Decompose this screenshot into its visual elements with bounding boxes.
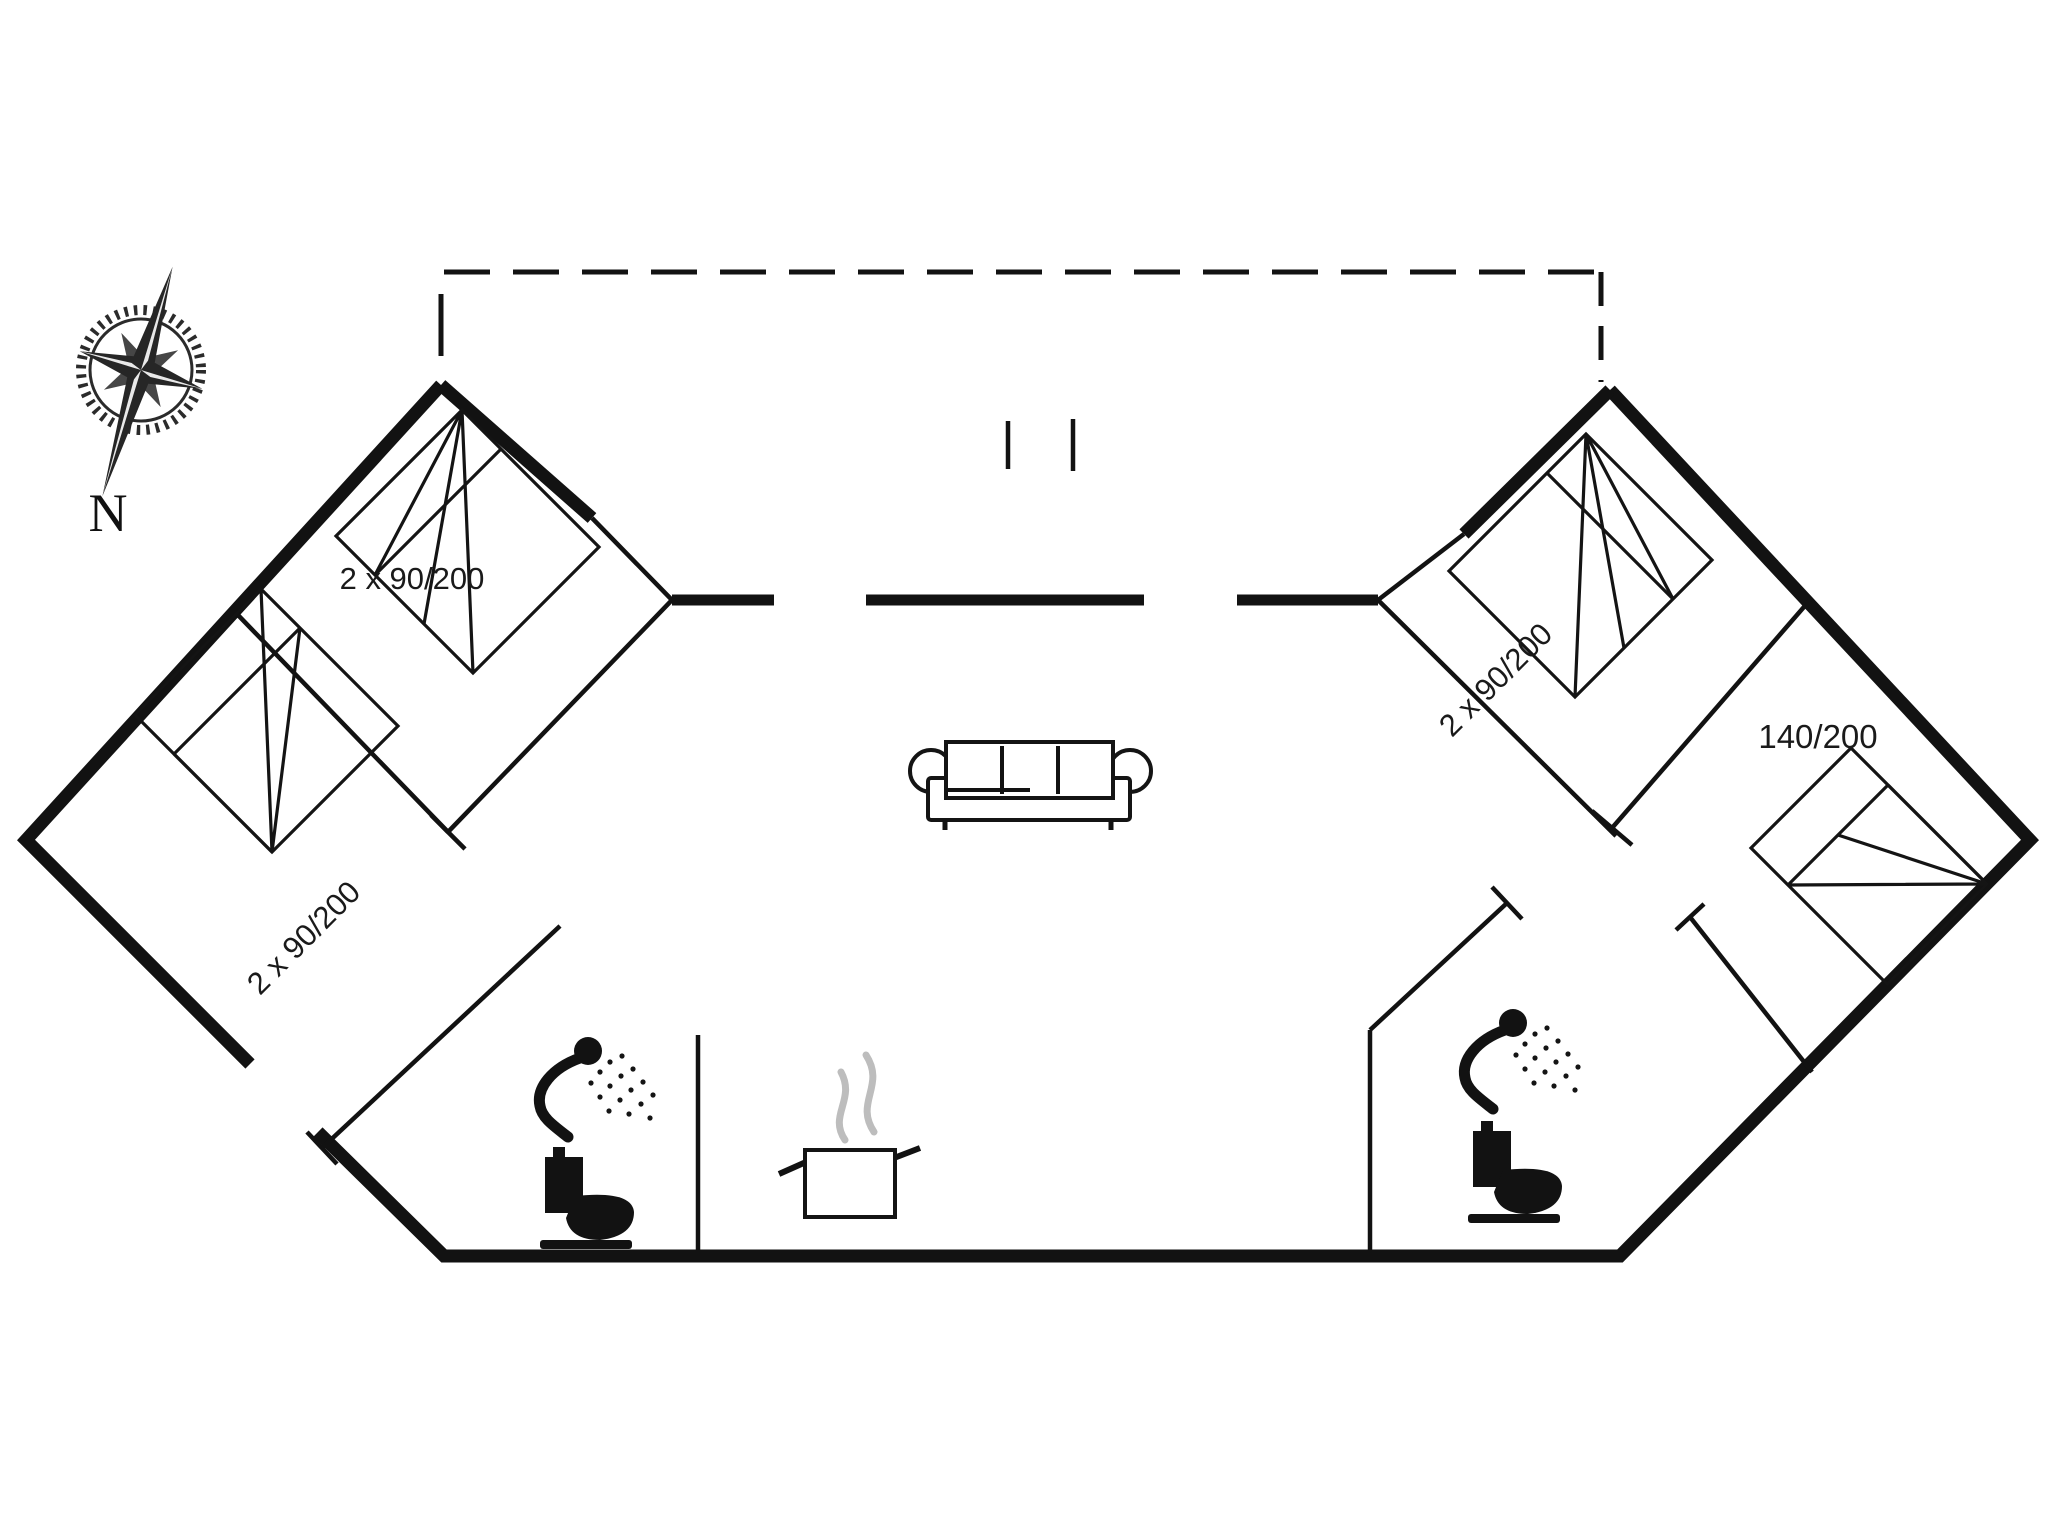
- bed-top-left: [333, 407, 602, 676]
- beds: [132, 407, 1990, 987]
- bedroom-divider-right: [1610, 598, 1812, 830]
- bed-label-top-right: 2 x 90/200: [1432, 616, 1559, 743]
- shower-hose: [1458, 1024, 1511, 1115]
- bathroom-right-fixtures: [1458, 1009, 1581, 1223]
- bedroom1-hall-wall: [446, 598, 674, 834]
- compass-north-label: N: [89, 483, 128, 543]
- door-jamb-tick-bathroom-right: [1490, 885, 1524, 921]
- pot-handle-left: [777, 1159, 808, 1177]
- bed-top-right: [1446, 431, 1715, 700]
- bed-label-bottom-left: 2 x 90/200: [240, 874, 367, 1001]
- toilet-icon-right: [1468, 1121, 1562, 1223]
- steam-icon: [862, 1051, 878, 1136]
- shower-hose: [533, 1052, 586, 1143]
- exterior-walls: [17, 380, 2040, 1263]
- toilet-base: [1468, 1214, 1560, 1223]
- bed-right: [1748, 745, 1990, 987]
- compass-toothed-ring: [76, 305, 206, 435]
- bed-label-top-left: 2 x 90/200: [340, 561, 485, 596]
- terrace-door-marks: [1005, 419, 1076, 471]
- bed-duvet-lines: [1787, 783, 1989, 887]
- bathroom-left-fixtures: [533, 1037, 656, 1249]
- roof-overhang-dashed-line: [438, 269, 1604, 382]
- bathroom-left-wall-diagonal: [320, 924, 562, 1150]
- bed-bottom-left: [132, 586, 401, 855]
- bedroom-divider-left: [235, 612, 450, 834]
- steam-icon: [835, 1068, 850, 1144]
- toilet-button: [1481, 1121, 1493, 1132]
- sofa-cushion-lines: [946, 746, 1060, 794]
- toilet-bowl: [566, 1194, 634, 1240]
- bedroom4-lower-wall: [1688, 915, 1814, 1074]
- shower-spray-dots: [1513, 1025, 1581, 1093]
- bed-pillow-line: [1545, 471, 1675, 601]
- toilet-icon-left: [540, 1147, 634, 1249]
- shower-spray-dots: [588, 1053, 656, 1121]
- bed-duvet-lines: [373, 409, 475, 674]
- compass-star: [79, 266, 203, 497]
- interior-walls: [235, 516, 1814, 1256]
- shower-icon-right: [1458, 1009, 1581, 1115]
- bed-duvet-lines: [172, 588, 302, 854]
- kitchen-stove: [777, 1051, 922, 1219]
- cooking-pot-icon: [803, 1148, 897, 1219]
- bed-outline: [1748, 745, 1990, 987]
- exterior-wall-bottom-right: [313, 385, 2040, 1263]
- sofa-icon: [908, 740, 1153, 830]
- toilet-bowl: [1494, 1168, 1562, 1214]
- bed-pillow-line: [172, 626, 302, 756]
- compass-rose-icon: N: [76, 266, 206, 543]
- bedroom3-hall-wall: [1376, 598, 1618, 838]
- door-jamb-tick-bathroom-left: [305, 1130, 339, 1166]
- shower-icon-left: [533, 1037, 656, 1143]
- pot-handle-right: [892, 1145, 922, 1161]
- bed-duvet-lines: [1573, 433, 1675, 698]
- door-jamb-tick-bedroom4: [1674, 902, 1706, 932]
- bathroom-right-wall-diagonal: [1368, 901, 1509, 1032]
- exterior-wall-left-gable-inner: [436, 380, 597, 523]
- toilet-base: [540, 1240, 632, 1249]
- bed-pillow-line: [373, 447, 503, 577]
- sofa-feet: [942, 820, 1114, 830]
- bed-label-right: 140/200: [1758, 718, 1877, 755]
- door-jamb-tick-right: [1590, 809, 1634, 847]
- exterior-wall-right-gable-inner: [1459, 385, 1615, 539]
- bedroom1-corner-wall: [590, 516, 674, 602]
- bedroom3-corner-wall: [1376, 532, 1466, 602]
- toilet-button: [553, 1147, 565, 1158]
- exterior-wall-left-upper: [17, 380, 446, 1069]
